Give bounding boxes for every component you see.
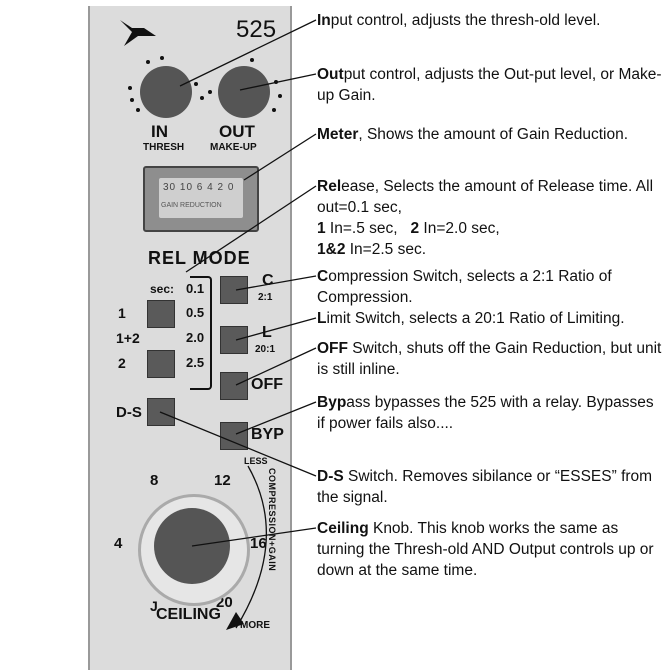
description-input: Input control, adjusts the thresh-old le… bbox=[317, 12, 601, 29]
byp-label: BYP bbox=[251, 426, 284, 443]
dial-number: 4 bbox=[114, 535, 123, 552]
tick-dot bbox=[194, 82, 198, 86]
tick-dot bbox=[278, 94, 282, 98]
thresh-label: THRESH bbox=[143, 142, 185, 153]
out-label: OUT bbox=[219, 122, 255, 141]
ds-label: D-S bbox=[116, 404, 142, 421]
dial-number: 8 bbox=[150, 472, 159, 489]
description-de-ess: D-S Switch. Removes sibilance or “ESSES”… bbox=[317, 468, 653, 506]
description-compression: Compression Switch, selects a 2:1 Ratio … bbox=[317, 268, 612, 306]
description-off: OFF Switch, shuts off the Gain Reduction… bbox=[317, 340, 662, 378]
off-button[interactable] bbox=[220, 372, 248, 400]
l-label: L bbox=[262, 324, 272, 341]
limit-button[interactable] bbox=[220, 326, 248, 354]
brand-logo-icon bbox=[120, 20, 156, 46]
leader-line bbox=[235, 275, 317, 291]
description-limit: Limit Switch, selects a 20:1 Ratio of Li… bbox=[317, 310, 625, 327]
dial-number: 12 bbox=[214, 472, 231, 489]
more-label: MORE bbox=[240, 620, 270, 631]
leader-line bbox=[191, 527, 317, 547]
leader-line bbox=[159, 411, 317, 477]
c-ratio-label: 2:1 bbox=[258, 292, 273, 303]
c-label: C bbox=[262, 272, 274, 289]
l-ratio-label: 20:1 bbox=[255, 344, 276, 355]
tick-dot bbox=[200, 96, 204, 100]
description-meter: Meter, Shows the amount of Gain Reductio… bbox=[317, 126, 629, 143]
rel-2-button[interactable] bbox=[147, 350, 175, 378]
output-knob[interactable] bbox=[218, 66, 270, 118]
release-bracket bbox=[190, 276, 212, 390]
sec-label: sec: bbox=[150, 282, 175, 296]
leader-line bbox=[235, 317, 317, 341]
gain-reduction-meter: 30 10 6 4 2 0 GAIN REDUCTION bbox=[143, 166, 259, 232]
in-label: IN bbox=[151, 122, 168, 141]
leader-line bbox=[235, 401, 317, 435]
less-label: LESS bbox=[244, 456, 268, 466]
tick-dot bbox=[146, 60, 150, 64]
release-value: 2.5 bbox=[186, 355, 205, 370]
meter-caption: GAIN REDUCTION bbox=[161, 202, 222, 209]
leader-line bbox=[235, 347, 317, 386]
release-value: 0.5 bbox=[186, 305, 205, 320]
tick-dot bbox=[272, 108, 276, 112]
description-bypass: Bypass bypasses the 525 with a relay. By… bbox=[317, 394, 654, 432]
release-value: 0.1 bbox=[186, 281, 205, 296]
arrow-head-icon bbox=[226, 612, 244, 630]
rel-1-2-label: 1+2 bbox=[116, 330, 140, 346]
bypass-button[interactable] bbox=[220, 422, 248, 450]
makeup-label: MAKE-UP bbox=[210, 142, 257, 153]
model-number: 525 bbox=[236, 16, 277, 43]
tick-dot bbox=[208, 90, 212, 94]
leader-line bbox=[239, 73, 317, 91]
rel-1-button[interactable] bbox=[147, 300, 175, 328]
rel-mode-title: REL MODE bbox=[148, 248, 251, 268]
description-release: Release, Selects the amount of Release t… bbox=[317, 178, 654, 258]
rel-1-label: 1 bbox=[118, 305, 126, 321]
tick-dot bbox=[128, 86, 132, 90]
leader-line bbox=[179, 19, 317, 87]
off-label: OFF bbox=[251, 376, 283, 393]
release-value: 2.0 bbox=[186, 330, 205, 345]
rel-2-label: 2 bbox=[118, 355, 126, 371]
tick-dot bbox=[136, 108, 140, 112]
description-ceiling: Ceiling Knob. This knob works the same a… bbox=[317, 520, 654, 579]
meter-scale: 30 10 6 4 2 0 bbox=[163, 182, 235, 193]
leader-line bbox=[185, 185, 317, 273]
tick-dot bbox=[130, 98, 134, 102]
description-output: Output control, adjusts the Out-put leve… bbox=[317, 66, 662, 104]
range-arc bbox=[235, 465, 268, 629]
tick-dot bbox=[160, 56, 164, 60]
ceiling-label: CEILING bbox=[156, 606, 221, 623]
compression-gain-label: COMPRESSION+GAIN bbox=[267, 468, 277, 572]
dial-number: 16 bbox=[250, 535, 267, 552]
zero-mark: J bbox=[150, 598, 158, 614]
input-knob[interactable] bbox=[140, 66, 192, 118]
compression-button[interactable] bbox=[220, 276, 248, 304]
leader-line bbox=[243, 133, 317, 181]
tick-dot bbox=[250, 58, 254, 62]
